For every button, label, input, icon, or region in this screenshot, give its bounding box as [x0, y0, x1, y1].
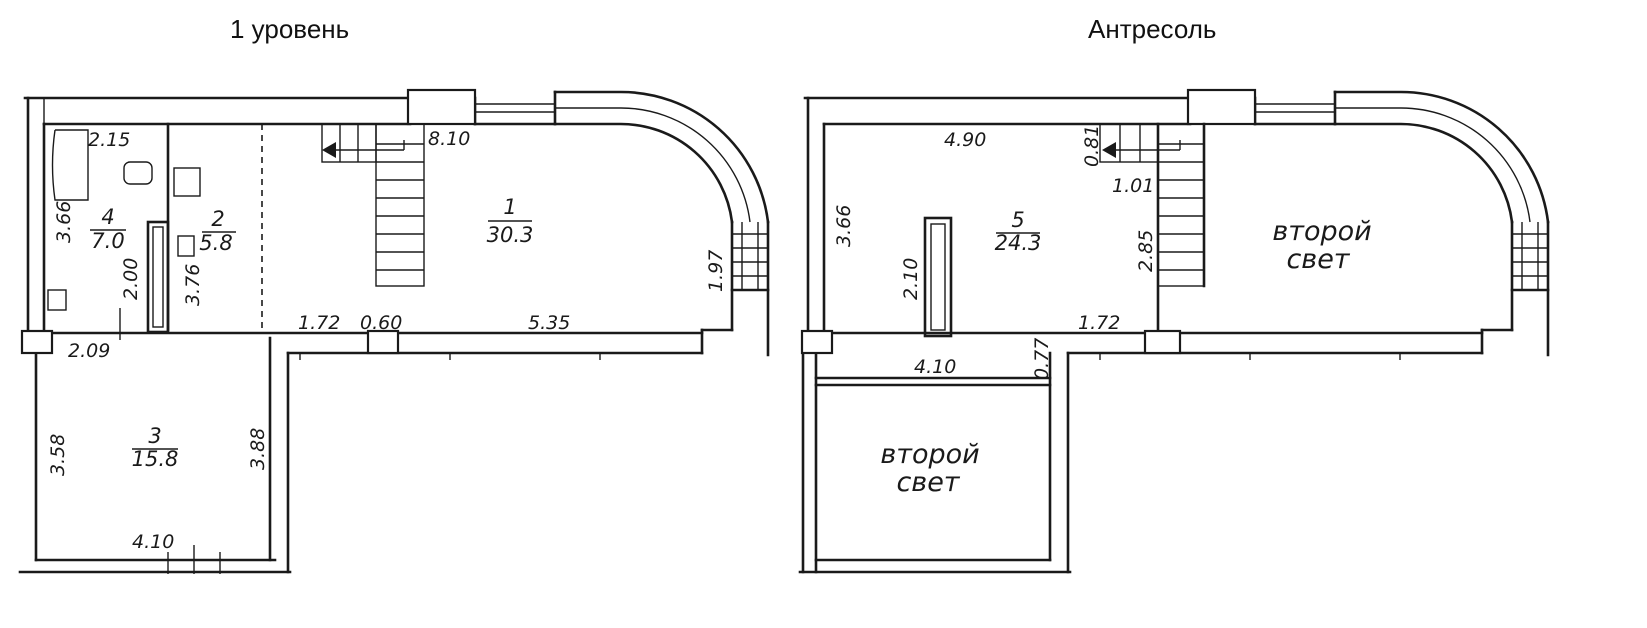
plan2-staircase	[1099, 122, 1206, 288]
plan1-walls	[18, 90, 770, 574]
plan1-column-left	[20, 329, 54, 355]
sink-icon	[123, 161, 153, 185]
dim-1-01: 1.01	[1112, 175, 1154, 197]
dim-5-35: 5.35	[528, 312, 570, 334]
title-level-1: 1 уровень	[230, 14, 350, 44]
plan1-column-top	[406, 88, 477, 126]
plan-mezzanine: 5 24.3 второй свет второй свет 4.90 0.81…	[798, 88, 1550, 574]
room-4-area: 7.0	[91, 229, 124, 253]
room-3-number: 3	[148, 424, 161, 448]
dim-2-09: 2.09	[68, 340, 110, 362]
plan-level-1: 1 30.3 2 5.8 3 15.8 4 7.0 2.15 3.66 2.00…	[18, 88, 770, 574]
dim-4-10-mezz: 4.10	[914, 356, 956, 378]
dim-2-00: 2.00	[120, 258, 142, 300]
bathtub-icon	[51, 129, 89, 201]
dim-3-58: 3.58	[47, 434, 69, 476]
title-mezzanine: Антресоль	[1088, 14, 1217, 44]
second-light-label-top-line2: свет	[1286, 244, 1350, 275]
dim-0-60: 0.60	[360, 312, 402, 334]
stair-arrow-icon	[1102, 142, 1116, 158]
dim-3-66-mezz: 3.66	[833, 205, 855, 247]
dim-1-72: 1.72	[298, 312, 340, 334]
dim-4-90: 4.90	[944, 129, 986, 151]
dim-0-77: 0.77	[1031, 338, 1053, 380]
second-light-label-bottom-line2: свет	[896, 467, 960, 498]
room-1-number: 1	[503, 195, 516, 219]
second-light-label-top-line1: второй	[1272, 216, 1371, 247]
plan2-shaft	[923, 216, 953, 338]
plan1-shaft	[146, 220, 170, 334]
dim-3-76: 3.76	[182, 264, 204, 306]
dim-8-10: 8.10	[428, 128, 470, 150]
room-1-area: 30.3	[487, 223, 534, 247]
second-light-label-bottom-line1: второй	[880, 439, 979, 470]
dim-0-81: 0.81	[1081, 125, 1103, 167]
room-2-number: 2	[211, 207, 224, 231]
dim-3-66-room4: 3.66	[53, 201, 75, 243]
room-3-area: 15.8	[132, 447, 179, 471]
plan1-staircase	[321, 123, 425, 287]
room-2-area: 5.8	[199, 231, 232, 255]
plan2-column-mid	[1143, 329, 1182, 355]
stair-arrow-icon	[322, 142, 336, 158]
dim-2-10: 2.10	[900, 258, 922, 300]
plan2-walls	[798, 90, 1550, 574]
plan1-column-mid	[366, 329, 400, 355]
toilet-icon	[173, 167, 201, 197]
plan2-column-left	[800, 329, 834, 355]
room-5-area: 24.3	[995, 231, 1042, 255]
dim-1-97: 1.97	[705, 250, 727, 292]
dim-1-72-mezz: 1.72	[1078, 312, 1120, 334]
dim-2-15: 2.15	[88, 129, 130, 151]
room-4-number: 4	[101, 205, 114, 229]
washer-icon	[177, 235, 195, 257]
dim-4-10-room3: 4.10	[132, 531, 174, 553]
fixture-icon	[47, 289, 67, 311]
plan2-column-top	[1186, 88, 1257, 126]
dim-3-88: 3.88	[247, 428, 269, 470]
room-5-number: 5	[1011, 208, 1024, 232]
dim-2-85: 2.85	[1135, 230, 1157, 272]
